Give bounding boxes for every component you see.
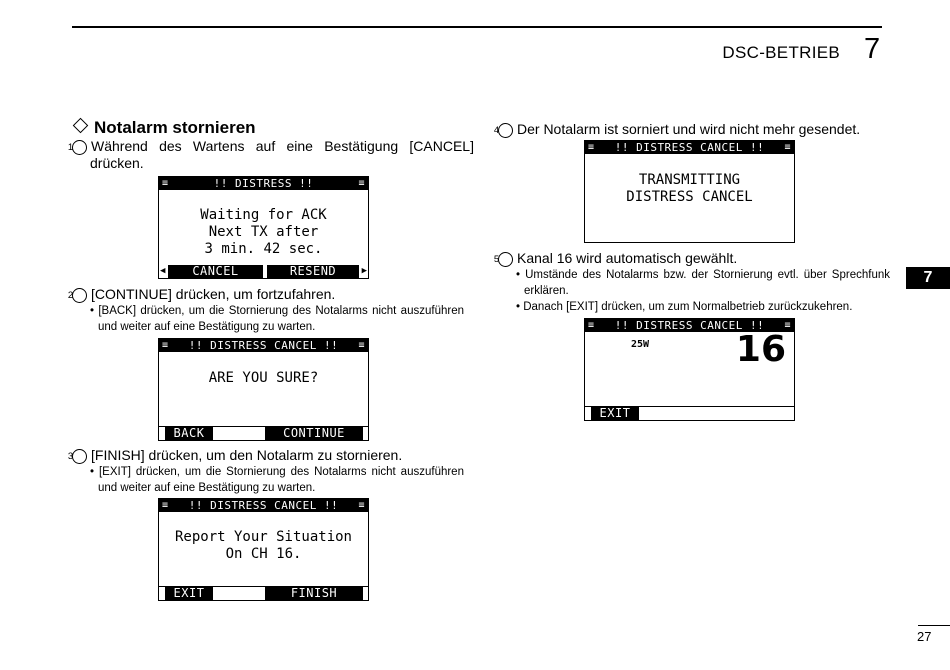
header-rule	[72, 26, 882, 28]
channel-number: 16	[735, 329, 786, 370]
lcd-divider	[159, 426, 368, 427]
lcd-screen-waiting: ≡ !! DISTRESS !! ≡ Waiting for ACK Next …	[158, 176, 369, 279]
step-number: 3	[68, 449, 87, 464]
menu-icon: ≡	[588, 142, 595, 153]
lcd-divider	[159, 586, 368, 587]
step-2-note: • [BACK] drücken, um die Stornierung des…	[90, 305, 464, 333]
lcd-title: !! DISTRESS CANCEL !!	[614, 319, 765, 332]
lcd-screen-channel-16: ≡ !! DISTRESS CANCEL !! ≡ 25W 16 EXIT	[584, 318, 795, 421]
lcd-title-bar: ≡ !! DISTRESS CANCEL !! ≡	[159, 499, 368, 512]
note-text: Umstände des Notalarms bzw. der Stornier…	[524, 269, 890, 297]
lcd-line: Report Your Situation	[174, 529, 352, 545]
step-number: 5	[494, 252, 513, 267]
cancel-softkey[interactable]: CANCEL	[168, 265, 263, 278]
lcd-screen-are-you-sure: ≡ !! DISTRESS CANCEL !! ≡ ARE YOU SURE? …	[158, 338, 369, 441]
lcd-line: Next TX after	[208, 224, 319, 240]
menu-icon: ≡	[162, 500, 169, 511]
menu-icon: ≡	[784, 142, 791, 153]
note-text: [BACK] drücken, um die Stornierung des N…	[98, 305, 464, 333]
menu-icon: ≡	[162, 340, 169, 351]
section-heading: Notalarm stornieren	[72, 117, 256, 138]
step-text: Während des Wartens auf eine Bestätigung…	[90, 138, 474, 171]
step-3: 3 [FINISH] drücken, um den Notalarm zu st…	[68, 447, 474, 464]
step-5: 5 Kanal 16 wird automatisch gewählt.	[494, 250, 900, 267]
menu-icon: ≡	[588, 320, 595, 331]
step-4: 4 Der Notalarm ist sorniert und wird nich…	[494, 121, 900, 138]
page-number: 27	[917, 629, 932, 644]
step-text: [FINISH] drücken, um den Notalarm zu sto…	[91, 447, 403, 463]
menu-icon: ≡	[162, 178, 169, 189]
exit-softkey[interactable]: EXIT	[591, 407, 639, 420]
chapter-number: 7	[864, 33, 881, 65]
diamond-icon	[72, 117, 89, 134]
lcd-title-bar: ≡ !! DISTRESS !! ≡	[159, 177, 368, 190]
exit-softkey[interactable]: EXIT	[165, 587, 213, 600]
power-level: 25W	[631, 339, 650, 350]
lcd-screen-transmitting: ≡ !! DISTRESS CANCEL !! ≡ TRANSMITTING D…	[584, 140, 795, 243]
lcd-line: ARE YOU SURE?	[208, 370, 319, 386]
lcd-screen-report-situation: ≡ !! DISTRESS CANCEL !! ≡ Report Your Si…	[158, 498, 369, 601]
chapter-title: DSC-BETRIEB	[722, 43, 840, 62]
menu-icon: ≡	[358, 178, 365, 189]
step-text: Der Notalarm ist sorniert und wird nicht…	[517, 121, 861, 137]
step-number: 1	[68, 140, 87, 155]
arrow-left-icon: ◀	[160, 266, 166, 276]
step-text: Kanal 16 wird automatisch gewählt.	[517, 250, 738, 266]
lcd-title: !! DISTRESS CANCEL !!	[188, 499, 339, 512]
continue-softkey[interactable]: CONTINUE	[265, 427, 363, 440]
step-3-note: • [EXIT] drücken, um die Stornierung des…	[90, 466, 464, 494]
step-2: 2 [CONTINUE] drücken, um fortzufahren.	[68, 286, 474, 303]
lcd-title-bar: ≡ !! DISTRESS CANCEL !! ≡	[159, 339, 368, 352]
menu-icon: ≡	[358, 500, 365, 511]
menu-icon: ≡	[784, 320, 791, 331]
note-text: [EXIT] drücken, um die Stornierung des N…	[98, 466, 464, 494]
step-number: 4	[494, 123, 513, 138]
lcd-title: !! DISTRESS CANCEL !!	[188, 339, 339, 352]
arrow-right-icon: ▶	[361, 266, 367, 276]
step-5-note-2: • Danach [EXIT] drücken, um zum Normalbe…	[516, 301, 853, 313]
lcd-title: !! DISTRESS CANCEL !!	[614, 141, 765, 154]
back-softkey[interactable]: BACK	[165, 427, 213, 440]
lcd-line: 3 min. 42 sec.	[204, 241, 323, 257]
lcd-title-bar: ≡ !! DISTRESS CANCEL !! ≡	[585, 319, 794, 332]
resend-softkey[interactable]: RESEND	[267, 265, 359, 278]
lcd-line: TRANSMITTING	[638, 172, 741, 188]
step-5-note-1: • Umstände des Notalarms bzw. der Storni…	[516, 269, 890, 297]
lcd-title-bar: ≡ !! DISTRESS CANCEL !! ≡	[585, 141, 794, 154]
chapter-side-tab: 7	[906, 267, 950, 289]
step-text: [CONTINUE] drücken, um fortzufahren.	[91, 286, 336, 302]
lcd-title: !! DISTRESS !!	[213, 177, 314, 190]
page-number-rule	[918, 625, 950, 626]
lcd-line: On CH 16.	[225, 546, 302, 562]
lcd-line: DISTRESS CANCEL	[626, 189, 753, 205]
lcd-line: Waiting for ACK	[200, 207, 327, 223]
menu-icon: ≡	[358, 340, 365, 351]
section-title: Notalarm stornieren	[94, 118, 256, 137]
step-number: 2	[68, 288, 87, 303]
finish-softkey[interactable]: FINISH	[265, 587, 363, 600]
note-text: Danach [EXIT] drücken, um zum Normalbetr…	[523, 301, 853, 313]
lcd-divider	[585, 406, 794, 407]
